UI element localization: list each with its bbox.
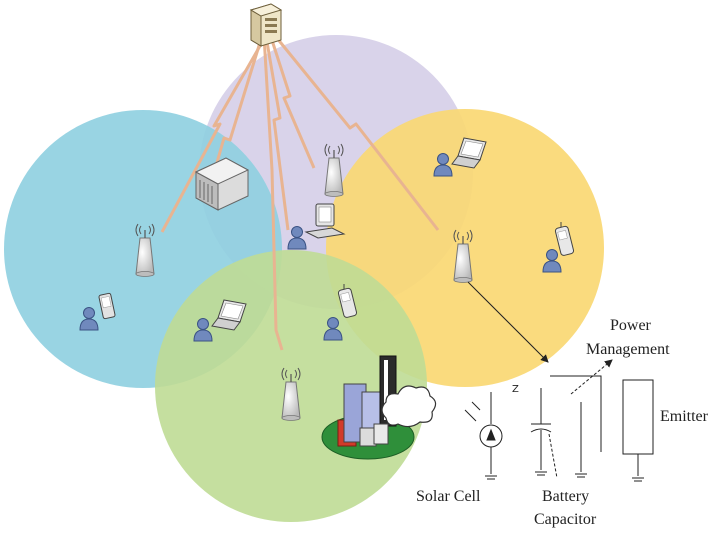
solar-cell-label: Solar Cell bbox=[416, 488, 481, 505]
management-label: Management bbox=[586, 341, 670, 358]
backhaul-links bbox=[160, 31, 440, 351]
link-to-center bbox=[264, 35, 290, 231]
mobile-phone-icon bbox=[337, 284, 358, 318]
link-to-purple-tower bbox=[268, 33, 316, 169]
diode-symbol: Z bbox=[512, 384, 519, 395]
feed-line bbox=[467, 281, 549, 363]
svg-text:Z: Z bbox=[512, 384, 519, 395]
desktop-pc-icon bbox=[304, 203, 346, 239]
link-to-green-tower bbox=[262, 35, 284, 351]
battery-label: Battery bbox=[542, 488, 589, 505]
emitter-symbol bbox=[622, 379, 654, 476]
cloud-icon bbox=[381, 385, 437, 428]
city-buildings-icon bbox=[321, 355, 415, 460]
base-station-icon bbox=[194, 157, 250, 211]
coverage-cells bbox=[4, 35, 604, 522]
link-to-blue-tower bbox=[160, 31, 270, 233]
solar-cell-symbol bbox=[464, 392, 503, 474]
link-to-yellow-tower bbox=[270, 31, 440, 231]
server-icon bbox=[249, 3, 283, 47]
capacitor-symbol bbox=[530, 388, 558, 479]
ground-symbol bbox=[485, 471, 644, 482]
energy-harvesting-circuit: Z bbox=[464, 359, 654, 482]
power-label: Power bbox=[610, 317, 652, 334]
pda-icon bbox=[98, 292, 116, 320]
laptop-icon bbox=[451, 137, 487, 169]
capacitor-label: Capacitor bbox=[534, 511, 597, 528]
mobile-phone-icon bbox=[554, 222, 575, 256]
laptop-icon bbox=[211, 299, 247, 331]
link-to-building bbox=[210, 35, 264, 181]
emitter-label: Emitter bbox=[660, 408, 709, 425]
